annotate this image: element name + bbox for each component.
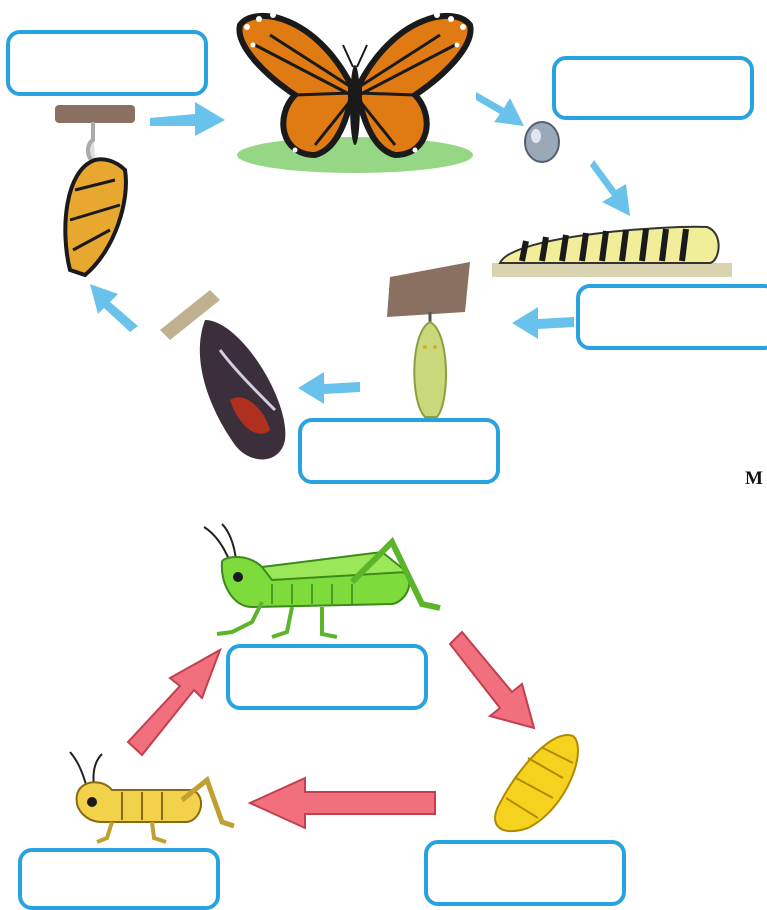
butterfly-adult-illustration xyxy=(235,5,475,175)
butterfly-adult-label-box[interactable] xyxy=(6,30,208,96)
butterfly-caterpillar-label-box[interactable] xyxy=(576,284,767,350)
grasshopper-arrow-to-egg xyxy=(450,632,540,732)
grasshopper-adult-label-box[interactable] xyxy=(226,644,428,710)
grasshopper-nymph-illustration xyxy=(62,750,237,845)
grasshopper-nymph-label-box[interactable] xyxy=(18,848,220,910)
butterfly-chrysalis-green-illustration xyxy=(385,262,475,422)
butterfly-arrow-to-caterpillar xyxy=(590,160,634,216)
butterfly-chrysalis-dark-illustration xyxy=(150,280,300,465)
butterfly-arrow-to-adult xyxy=(150,100,225,140)
grasshopper-egg-label-box[interactable] xyxy=(424,840,626,906)
butterfly-caterpillar-illustration xyxy=(492,205,732,280)
butterfly-arrow-to-green-chrysalis xyxy=(512,303,574,343)
butterfly-egg-illustration xyxy=(522,120,562,164)
butterfly-emerging-illustration xyxy=(55,100,145,280)
grasshopper-arrow-to-adult xyxy=(128,650,228,755)
grasshopper-egg-illustration xyxy=(488,728,588,838)
edge-text: M xyxy=(745,468,763,490)
butterfly-arrow-to-egg xyxy=(476,86,526,128)
butterfly-arrow-to-emerging xyxy=(90,284,138,332)
butterfly-arrow-to-dark-chrysalis xyxy=(298,368,360,408)
grasshopper-adult-illustration xyxy=(192,522,442,642)
butterfly-pupa-label-box[interactable] xyxy=(298,418,500,484)
butterfly-egg-label-box[interactable] xyxy=(552,56,754,120)
grasshopper-arrow-to-nymph xyxy=(250,778,435,828)
